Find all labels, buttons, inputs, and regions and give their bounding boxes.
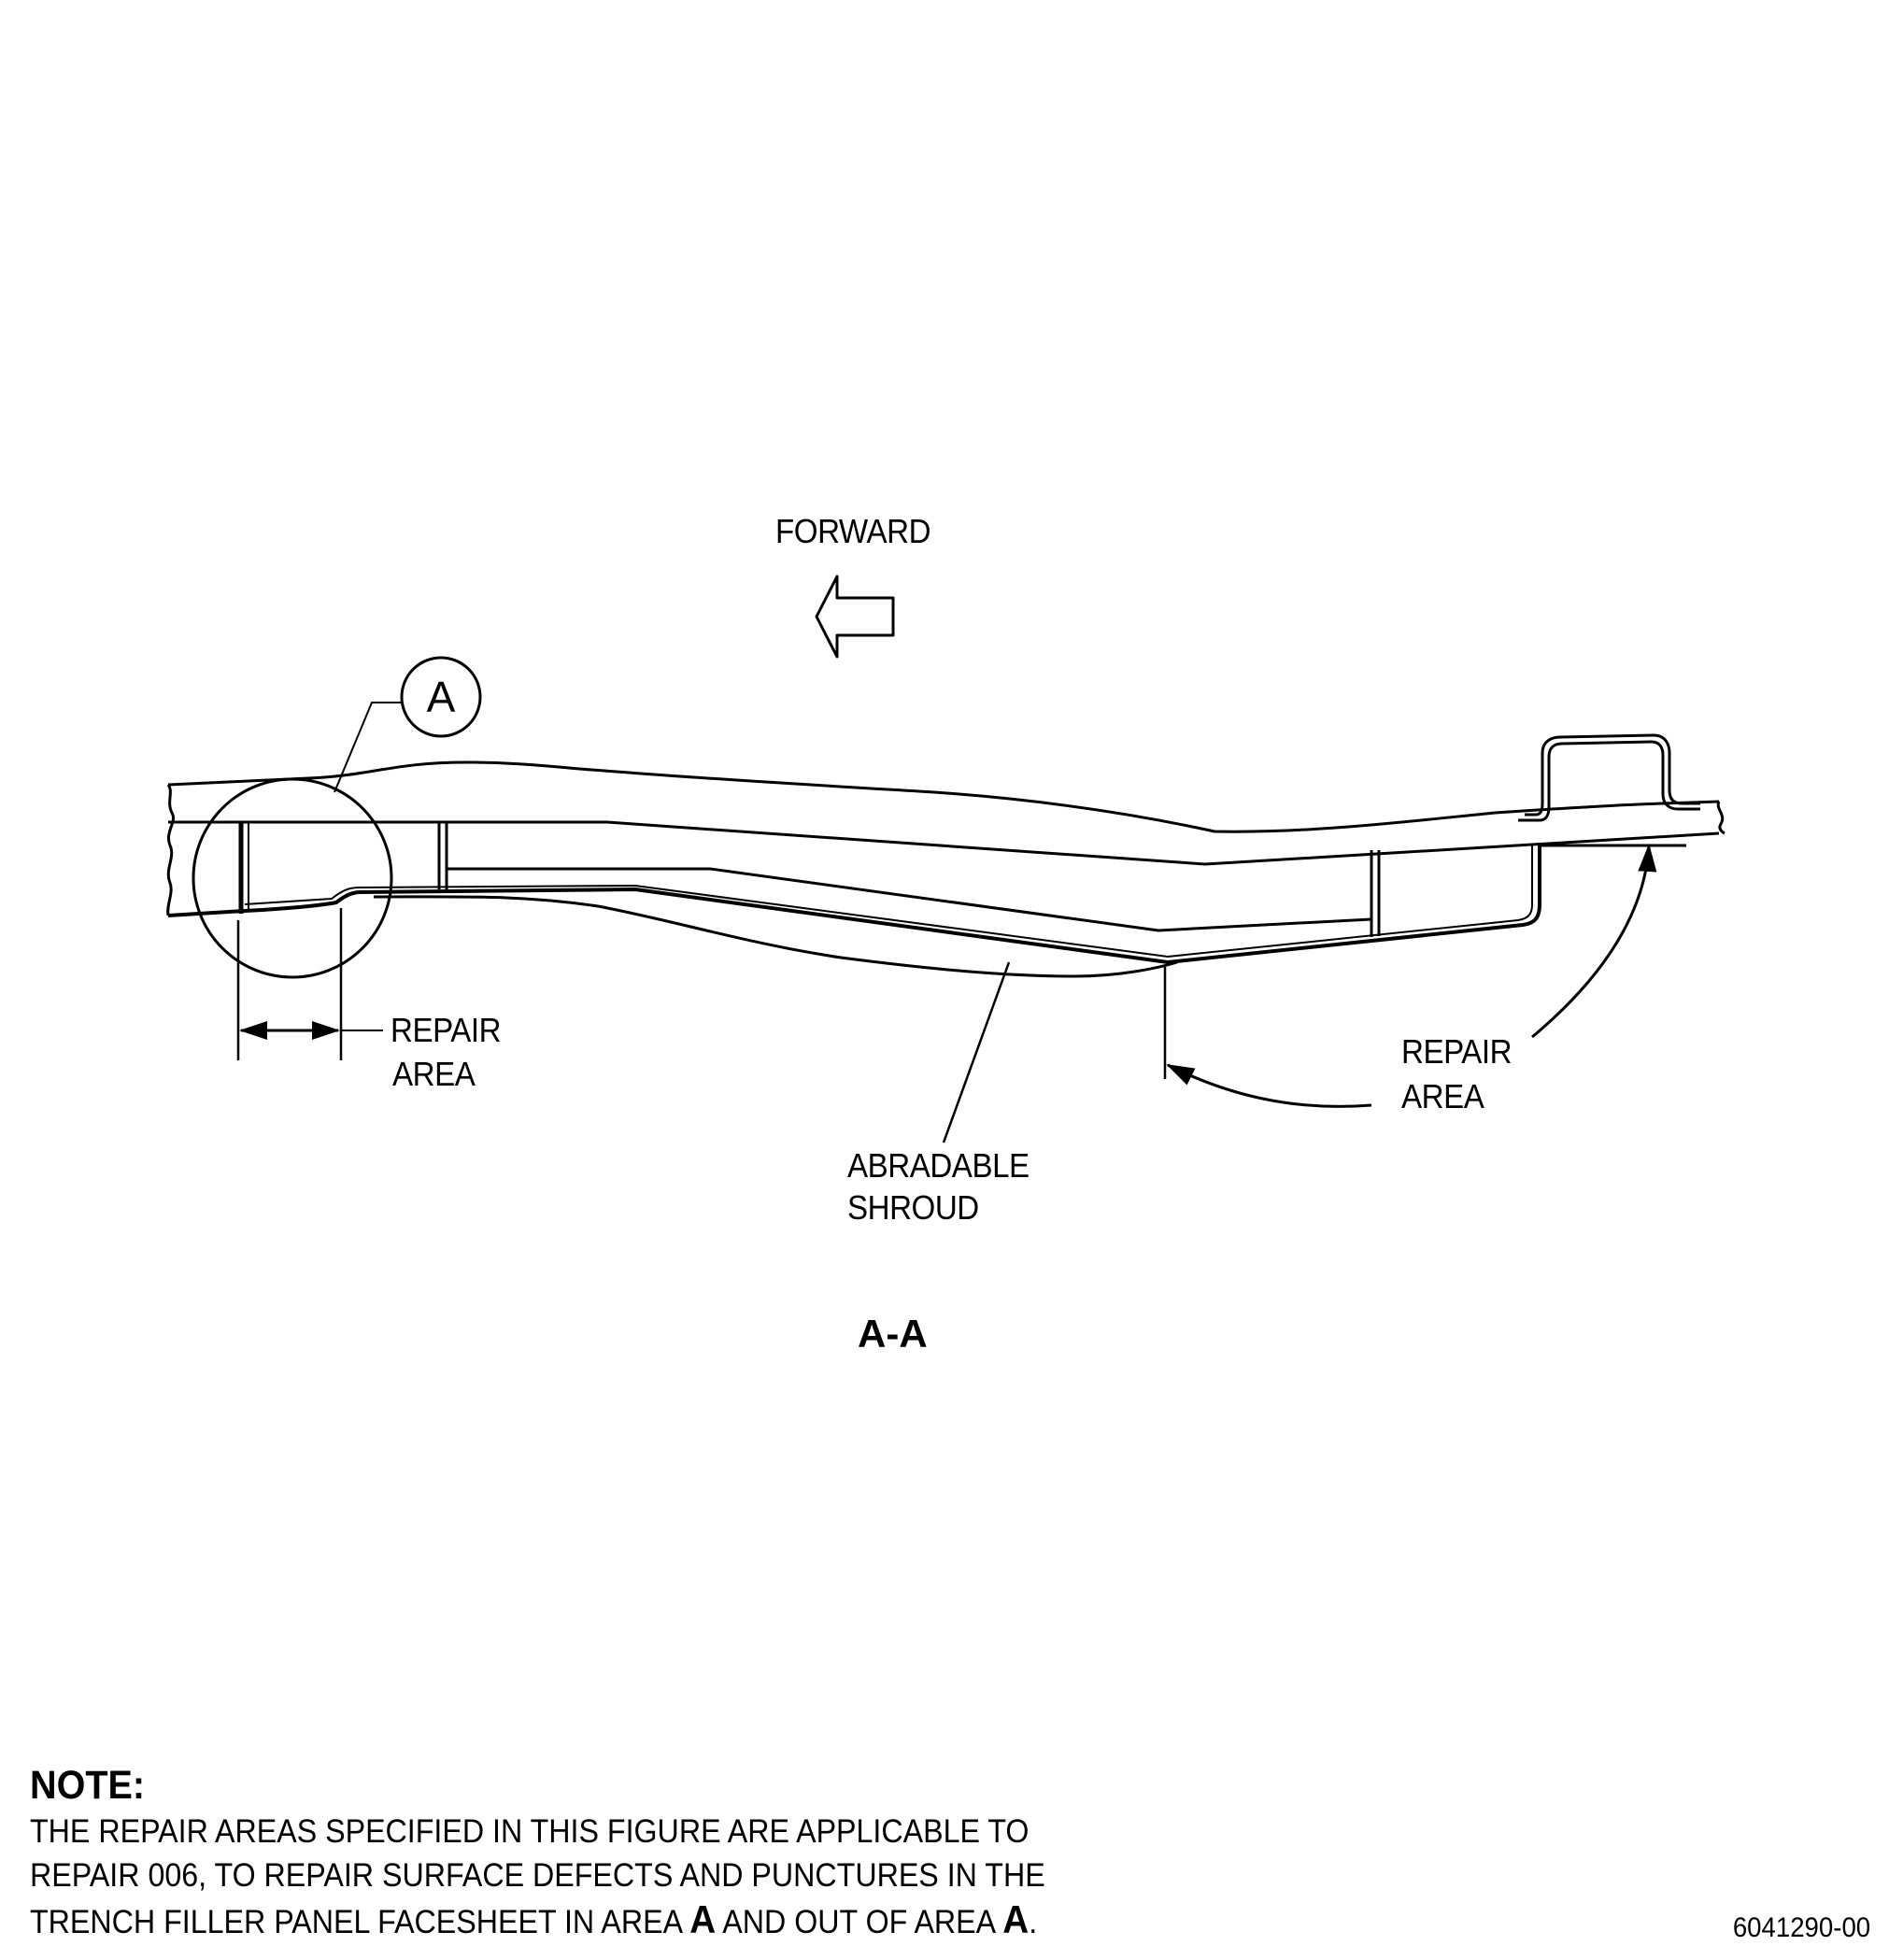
figure-number: 6041290-00 bbox=[1732, 1912, 1870, 1943]
note-line-1: THE REPAIR AREAS SPECIFIED IN THIS FIGUR… bbox=[30, 1813, 1030, 1850]
facesheet-lower bbox=[244, 845, 1541, 965]
note-line-3-start: TRENCH FILLER PANEL FACESHEET IN AREA bbox=[30, 1904, 690, 1940]
note-line-2: REPAIR 006, TO REPAIR SURFACE DEFECTS AN… bbox=[30, 1857, 1045, 1894]
note-line-3-end: . bbox=[1029, 1904, 1038, 1940]
panel-left-break bbox=[166, 784, 175, 916]
detail-a-leader bbox=[334, 702, 402, 793]
forward-direction-arrow bbox=[815, 575, 895, 659]
abradable-shroud-label-line2: SHROUD bbox=[847, 1188, 979, 1227]
abradable-shroud-label-line1: ABRADABLE bbox=[847, 1146, 1030, 1185]
panel-right-break bbox=[1716, 801, 1726, 835]
detail-a-callout-letter: A bbox=[427, 673, 456, 721]
hat-section bbox=[1518, 740, 1700, 822]
core-line-a bbox=[447, 867, 1372, 932]
facesheet-lower-inner bbox=[244, 845, 1533, 959]
repair-area-right-leader-upper bbox=[1531, 844, 1657, 1039]
repair-area-right-label-line1: REPAIR bbox=[1401, 1032, 1513, 1071]
section-title: A-A bbox=[858, 1312, 928, 1356]
note-block: NOTE: THE REPAIR AREAS SPECIFIED IN THIS… bbox=[30, 1761, 1338, 1944]
panel-top-surface bbox=[167, 760, 1720, 833]
repair-area-right-leader-lower bbox=[1166, 1063, 1372, 1108]
repair-area-right-label-line2: AREA bbox=[1401, 1077, 1484, 1115]
note-heading: NOTE: bbox=[30, 1763, 146, 1808]
forward-label: FORWARD bbox=[775, 512, 931, 550]
detail-a-circle bbox=[192, 777, 393, 979]
facesheet-upper bbox=[168, 820, 1720, 866]
repair-area-left-label-line2: AREA bbox=[392, 1055, 476, 1093]
detail-a-callout-circle bbox=[400, 656, 482, 738]
abradable-shroud-leader bbox=[942, 961, 1011, 1143]
repair-area-left-label-line1: REPAIR bbox=[391, 1011, 502, 1049]
closeout-bottom-left bbox=[167, 909, 246, 917]
hat-section-inner bbox=[1525, 733, 1700, 817]
abradable-shroud-curve bbox=[373, 895, 1178, 978]
note-line-3: TRENCH FILLER PANEL FACESHEET IN AREA A … bbox=[30, 1897, 1233, 1944]
note-line-3-middle: AND OUT OF AREA bbox=[716, 1904, 1003, 1940]
note-area-a-1: A bbox=[689, 1897, 717, 1941]
note-area-a-2: A bbox=[1002, 1897, 1030, 1941]
